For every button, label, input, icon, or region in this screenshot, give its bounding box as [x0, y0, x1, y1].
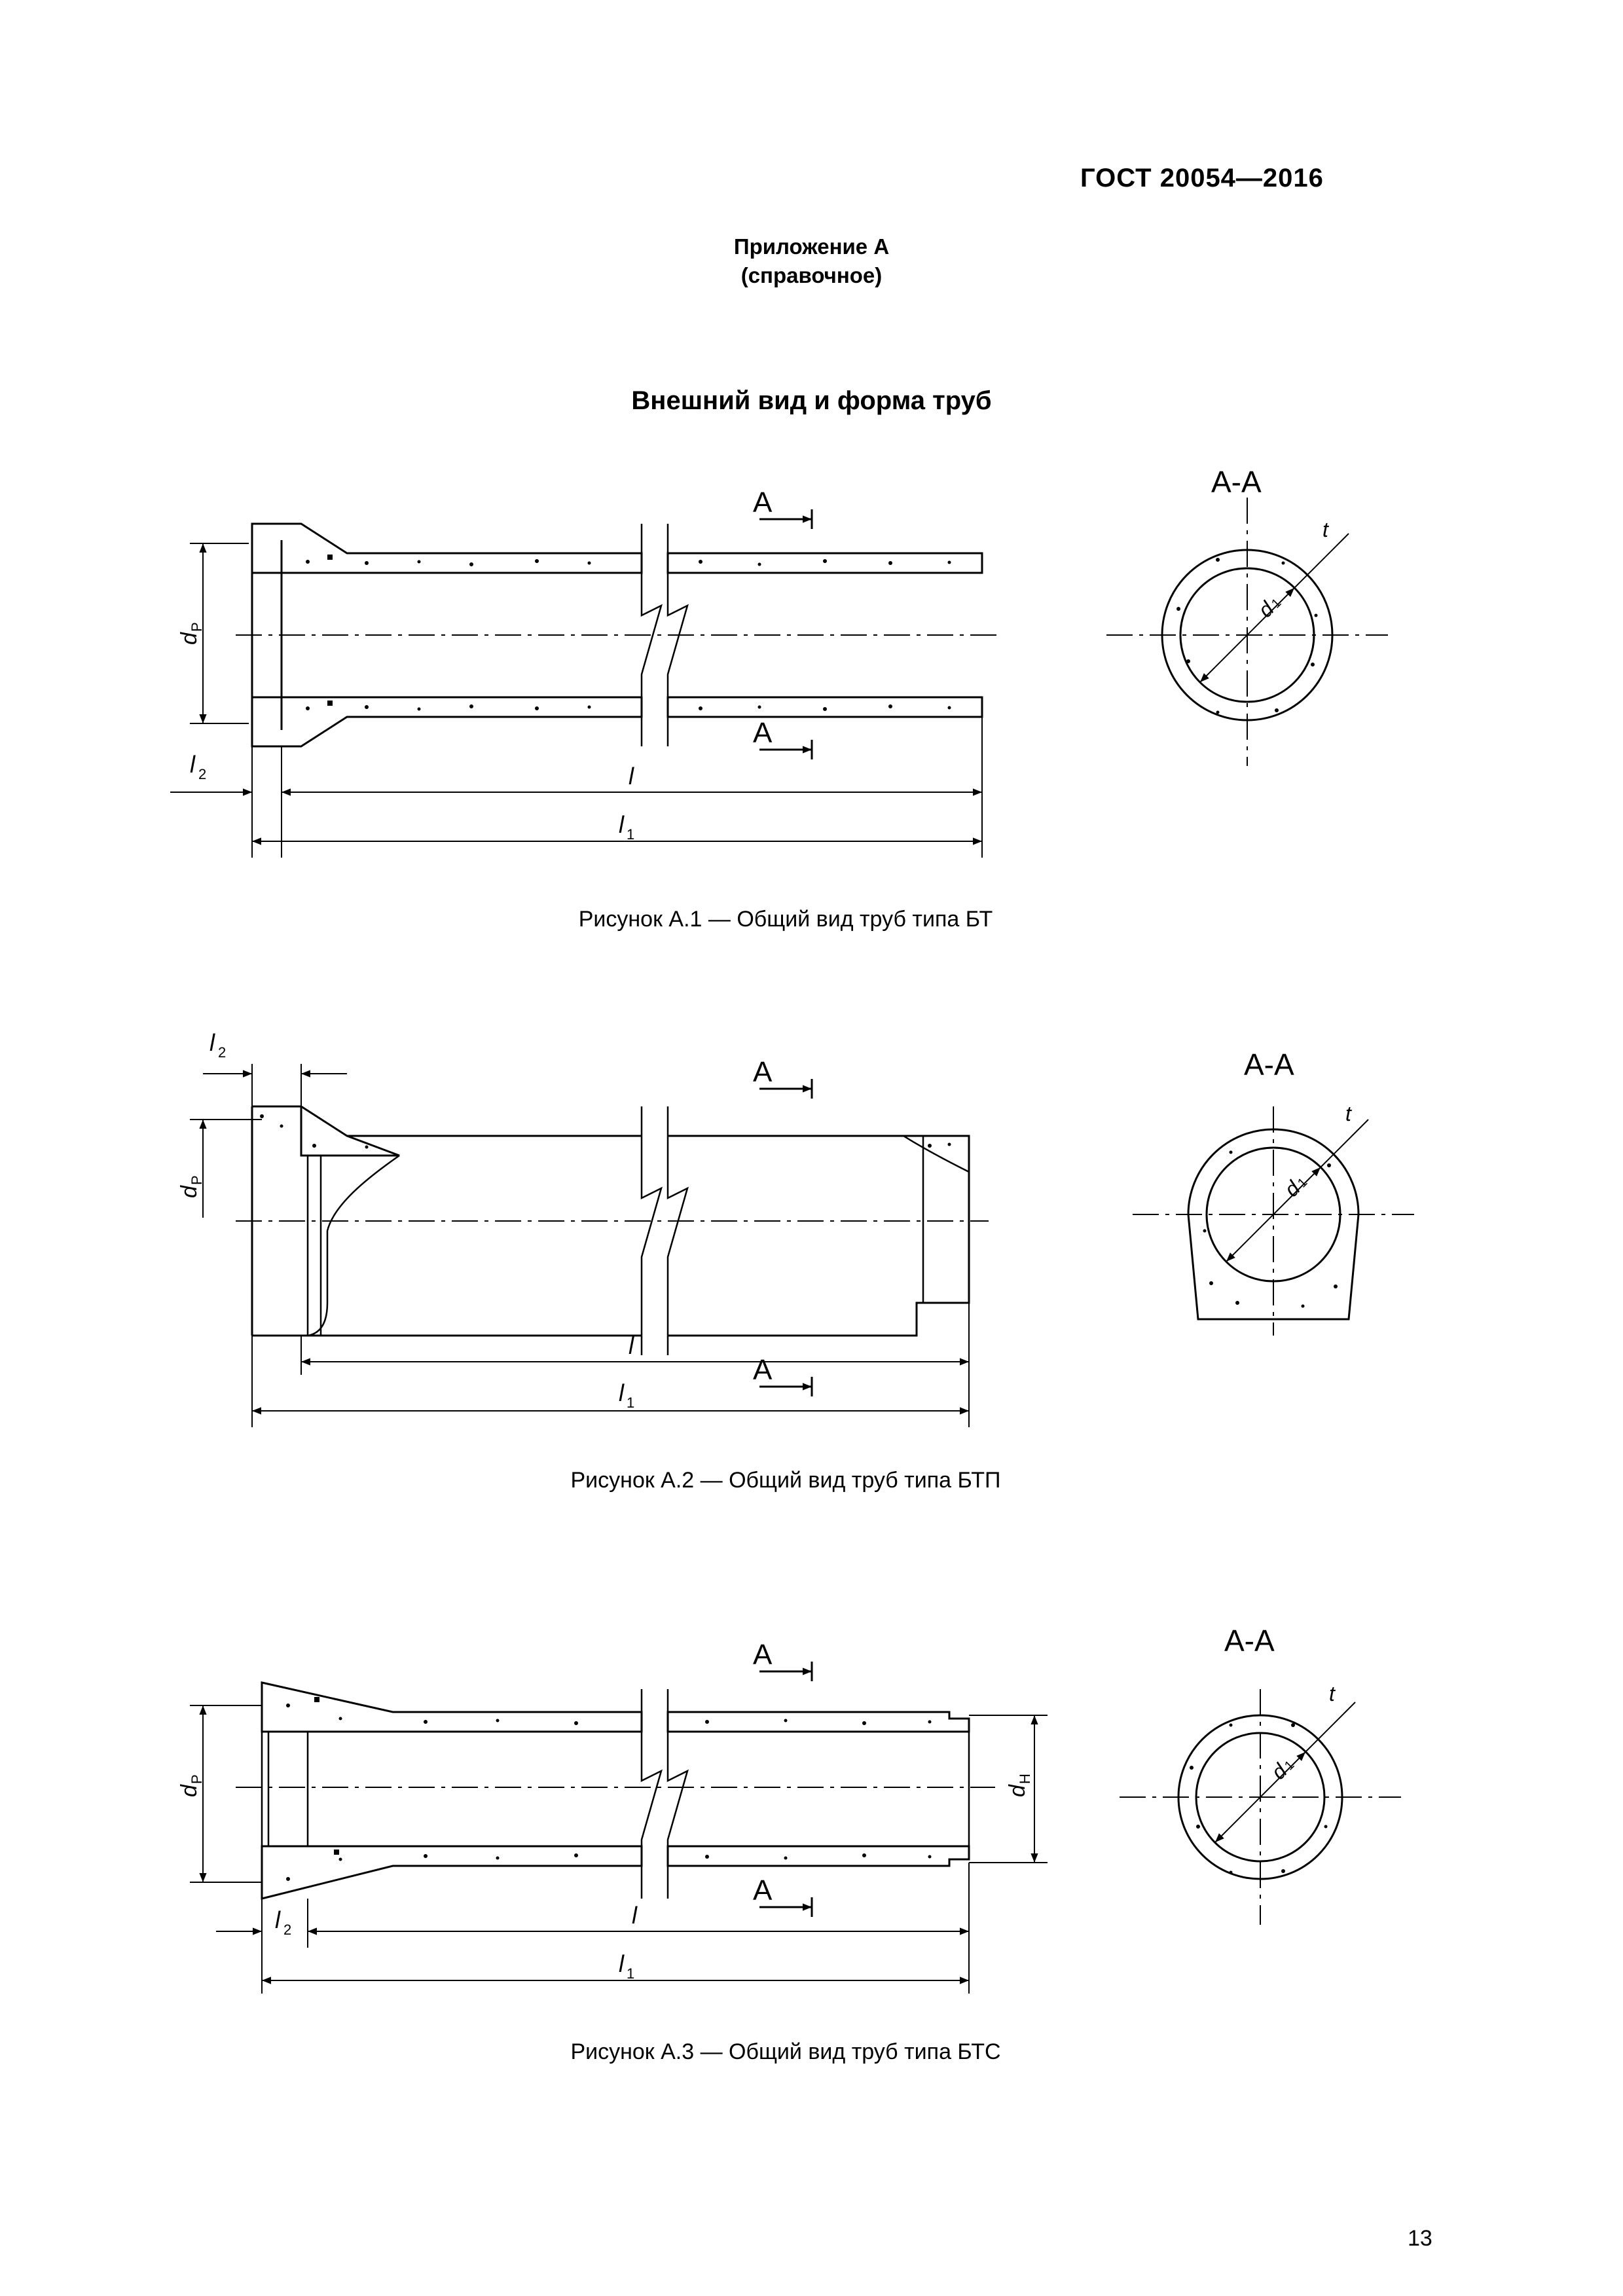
dim-label-l: l: [629, 1332, 634, 1359]
appendix-title: Приложение А: [733, 234, 890, 259]
cut-marker-bottom: А: [753, 717, 773, 749]
dim-label-l2-sub: 2: [198, 766, 206, 782]
dim-label-dp-sub: Р: [189, 1175, 205, 1185]
dim-label-l1-sub: 1: [627, 1965, 634, 1982]
dim-label-dp-sub: Р: [189, 1774, 205, 1784]
figure-a2-caption: Рисунок А.2 — Общий вид труб типа БТП: [570, 1468, 1001, 1493]
figure-a1-caption: Рисунок А.1 — Общий вид труб типа БТ: [578, 907, 993, 932]
appendix-note: (справочное): [740, 263, 883, 287]
dim-label-l1: l: [619, 1950, 625, 1977]
dim-label-l: l: [629, 763, 634, 790]
dim-label-l1-sub: 1: [627, 1394, 634, 1411]
figure-a3-drawing: А А d Р d Н l 2 l l 1 А-А d 1 t: [177, 1624, 1401, 1994]
dim-label-l2: l: [275, 1906, 281, 1933]
dim-label-dn-sub: Н: [1017, 1774, 1033, 1784]
section-label: А-А: [1244, 1048, 1294, 1082]
cut-marker-bottom: А: [753, 1874, 773, 1906]
section-label-t: t: [1329, 1682, 1336, 1705]
dim-label-l1: l: [619, 1379, 625, 1406]
dim-label-l1: l: [619, 811, 625, 838]
page-number: 13: [1408, 2226, 1432, 2251]
dim-label-dp: d: [177, 1784, 202, 1797]
dim-label-l2: l: [190, 751, 196, 778]
cut-marker-bottom: А: [753, 1354, 773, 1386]
section-label: А-А: [1211, 465, 1262, 499]
dim-label-dp: d: [177, 632, 202, 645]
dim-label-l2-sub: 2: [283, 1922, 291, 1938]
section-title: Внешний вид и форма труб: [631, 386, 992, 415]
figure-a2-drawing: А А d Р l 2 l l 1 А-А d 1 t: [177, 1029, 1414, 1427]
figure-a1-drawing: А А d Р l l 1 l 2 А-А d 1 t: [170, 465, 1388, 858]
dim-label-dp: d: [177, 1185, 202, 1198]
section-label: А-А: [1224, 1624, 1275, 1658]
standard-number: ГОСТ 20054—2016: [1080, 164, 1324, 192]
dim-label-dp-sub: Р: [189, 622, 205, 632]
figure-a3-caption: Рисунок А.3 — Общий вид труб типа БТС: [570, 2039, 1001, 2064]
dim-label-dn: d: [1005, 1784, 1030, 1797]
cut-marker-top: А: [753, 486, 773, 519]
dim-label-l1-sub: 1: [627, 826, 634, 843]
cut-marker-top: А: [753, 1056, 773, 1088]
section-label-t: t: [1345, 1102, 1352, 1125]
cut-marker-top: А: [753, 1639, 773, 1671]
dim-label-l2-sub: 2: [218, 1044, 226, 1061]
dim-label-l: l: [632, 1902, 638, 1929]
dim-label-l2: l: [210, 1029, 215, 1056]
section-label-t: t: [1322, 518, 1329, 541]
